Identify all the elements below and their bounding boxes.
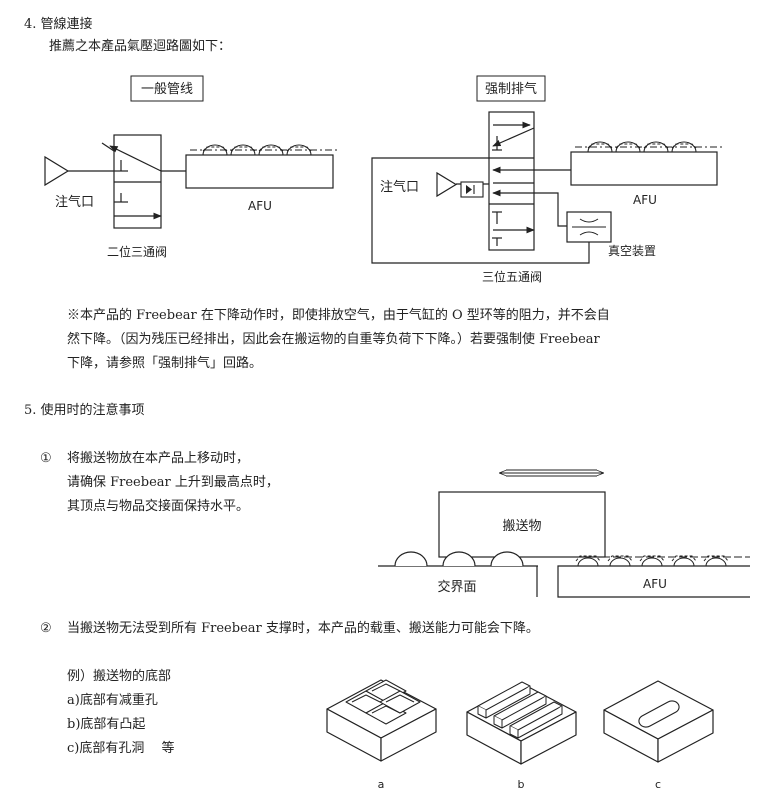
figure-a-weight-reduction-holes — [326, 679, 437, 762]
diagram-right-afu-label: AFU — [633, 193, 657, 207]
figure-label-c: c — [655, 778, 661, 791]
diagram-general-piping: 一般管线 注气口 AFU 二 — [44, 75, 340, 259]
item2-marker: ② — [40, 621, 52, 636]
example-line-2: a)底部有减重孔 — [67, 693, 158, 708]
item1-marker: ① — [40, 451, 52, 466]
note-line-3: 下降，请参照「强制排气」回路。 — [67, 356, 263, 371]
figure-label-a: a — [378, 778, 385, 791]
item1-line-1: 将搬送物放在本产品上移动时， — [67, 451, 250, 466]
valve-5-3-symbol — [488, 111, 535, 251]
note-line-1: ※本产品的 Freebear 在下降动作时，即使排放空气，由于气缸的 O 型环等… — [67, 308, 610, 323]
diagram-left-port-label: 注气口 — [55, 194, 94, 210]
port-triangle-icon — [436, 171, 458, 198]
diagram-right-vacuum-label: 真空装置 — [608, 244, 656, 258]
figure-c-through-hole — [603, 680, 714, 763]
figure-b-protrusions — [466, 681, 577, 765]
figure-label-b: b — [518, 778, 525, 791]
diagram-left-title-box — [130, 75, 204, 102]
afu-block — [557, 565, 750, 598]
afu-unit-right — [570, 151, 718, 186]
diagram-left-afu-label: AFU — [248, 199, 272, 213]
load-box — [438, 491, 606, 558]
section5-heading: 5. 使用时的注意事项 — [24, 403, 145, 418]
diagram-conveyed-object: 搬送物 交界面 AFU — [378, 470, 750, 598]
example-line-4: c)底部有孔洞 等 — [67, 741, 175, 756]
diagram-right-title: 强制排气 — [485, 81, 537, 97]
diagram-right-valve-label: 三位五通阀 — [482, 269, 542, 284]
note-line-2: 然下降。（因为残压已经排出，因此会在搬运物的自重等负荷下下降。）若要强制使 Fr… — [67, 332, 600, 347]
diagram-right-port-label: 注气口 — [380, 179, 419, 195]
diagram-forced-exhaust: 强制排气 注气口 真空装置 — [371, 75, 724, 284]
afu-unit-left — [185, 154, 334, 189]
diagram-left-title: 一般管线 — [141, 81, 193, 97]
interface-label: 交界面 — [437, 579, 476, 595]
example-line-3: b)底部有凸起 — [67, 717, 146, 732]
diagram-right-title-box — [476, 75, 546, 102]
item1-line-2: 请确保 Freebear 上升到最高点时， — [67, 475, 279, 490]
section4-heading: 4. 管線連接 — [24, 17, 93, 32]
section4-intro: 推薦之本產品氣壓迴路圖如下： — [49, 39, 232, 54]
diagram-left-valve-label: 二位三通阀 — [107, 244, 167, 259]
port-triangle-icon — [44, 155, 70, 187]
afu-block-label: AFU — [643, 577, 667, 591]
item2-text: 当搬送物无法受到所有 Freebear 支撑时，本产品的载重、搬送能力可能会下降… — [67, 621, 539, 636]
load-label: 搬送物 — [502, 519, 541, 534]
item1-line-3: 其顶点与物品交接面保持水平。 — [67, 499, 250, 514]
example-line-1: 例）搬送物的底部 — [67, 669, 172, 684]
